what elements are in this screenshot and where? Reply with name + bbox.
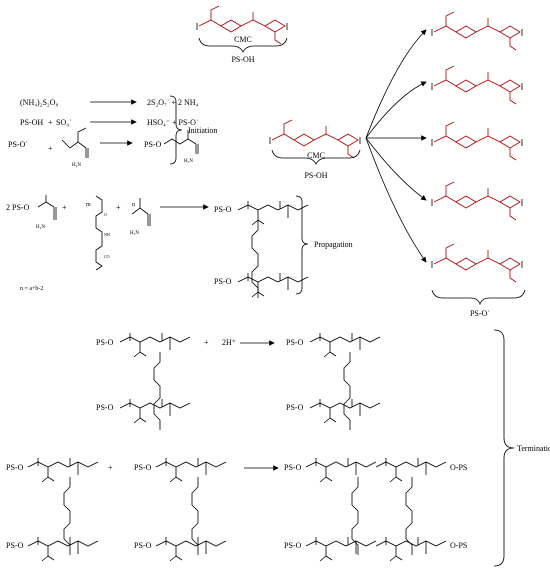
term-plus: + (204, 338, 209, 347)
termination-label: Termination (517, 444, 550, 453)
term-r1-bottom: PS-O (96, 403, 114, 412)
prop-coef-m: m (86, 202, 91, 208)
prop-product-bottom: PS-O (214, 277, 232, 286)
init-eq3-product: PS-O (144, 140, 162, 149)
init-eq1-left: (NH₄)₂S₂O₈ (20, 98, 58, 107)
crosslinker-structure: O NH CO (95, 195, 110, 271)
top-cmc-label: PS-OH (231, 55, 254, 64)
term-r2a-bottom: PS-O (6, 541, 24, 550)
term-p2-product: PS-O O-PS PS-O O-PS (284, 457, 467, 562)
init-eq1-right: 2S₂O₇˙ + 2 NH₄ (147, 98, 199, 107)
prop-relation: n = a+b-2 (20, 286, 43, 292)
prop-plus-1: + (62, 203, 67, 212)
acrylamide-structure: H₂N (61, 127, 89, 168)
initiation-brace (169, 95, 183, 165)
init-eq2-left: PS-OH (20, 118, 43, 127)
middle-cmc-label: PS-OH (304, 171, 327, 180)
top-cmc-name: CMC (234, 35, 252, 44)
prop-coef-n: n (132, 202, 135, 208)
term-p1-top: PS-O (286, 338, 304, 347)
radical-cmc-2 (431, 65, 523, 105)
radical-formation-arrows (365, 29, 427, 263)
prop-product: PS-O PS-O (214, 200, 309, 299)
svg-text:H₂N: H₂N (72, 163, 81, 168)
init-eq3-plus: + (48, 144, 53, 153)
prop-product-top: PS-O (214, 205, 232, 214)
init-eq2-plus: + (48, 118, 53, 127)
term-r2b-top: PS-O (134, 463, 152, 472)
initiation-label: Initiation (188, 126, 217, 135)
term-r1-top: PS-O (96, 338, 114, 347)
propagation-label: Propagation (314, 240, 353, 249)
radical-label: PS-O˙ (470, 309, 490, 318)
svg-text:O: O (104, 212, 107, 217)
svg-text:H₂N: H₂N (130, 231, 139, 236)
prop-reactant: 2 PS-O (6, 203, 30, 212)
svg-text:CO: CO (104, 254, 110, 259)
middle-cmc-name: CMC (307, 151, 325, 160)
radical-cmc-4 (431, 181, 523, 221)
term-plus-2: + (108, 463, 113, 472)
svg-text:H₂N: H₂N (36, 225, 45, 230)
term-p2-left-bottom: PS-O (284, 541, 302, 550)
init-eq3-left: PS-O˙ (8, 140, 28, 149)
term-r2a-top: PS-O (6, 463, 24, 472)
termination-brace (493, 329, 515, 567)
prop-acrylamide (131, 198, 151, 226)
term-p2-right: O-PS (450, 463, 467, 472)
prop-plus-2: + (116, 203, 121, 212)
term-p2-right-bottom: O-PS (450, 541, 467, 550)
init-eq2-mid: SO₄˙ (56, 118, 72, 127)
svg-text:NH: NH (104, 232, 110, 237)
term-h-ions: 2H⁺ (222, 338, 236, 347)
radical-cmc-5 (431, 243, 523, 283)
radical-cmc-3 (431, 121, 523, 161)
term-p2-left: PS-O (284, 463, 302, 472)
term-p1-bottom: PS-O (286, 403, 304, 412)
svg-text:H₂N: H₂N (184, 159, 193, 164)
init-eq2-right: HSO₄⁻ + PS-O˙ (147, 118, 199, 127)
radical-cmc-1 (431, 11, 523, 51)
term-r2b-bottom: PS-O (134, 541, 152, 550)
propagation-brace (295, 195, 309, 295)
